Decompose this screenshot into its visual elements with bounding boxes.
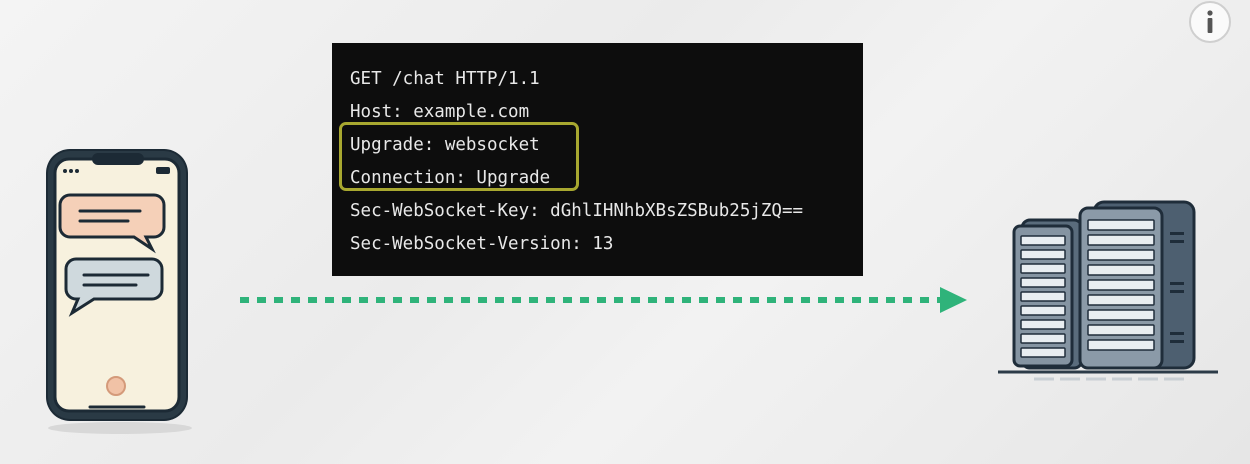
server-rack-icon [998,200,1218,381]
host-header: Host: example.com [350,102,530,122]
info-icon [1207,10,1213,33]
smartphone-chat-icon [46,149,192,434]
upgrade-header: Upgrade: websocket [350,135,540,155]
info-button[interactable] [1189,1,1231,43]
http-request-code-block: GET /chat HTTP/1.1 Host: example.com Upg… [332,43,863,276]
upgrade-headers-highlight [339,122,579,191]
dotted-arrow-right [240,287,967,313]
connection-header: Connection: Upgrade [350,168,551,188]
websocket-key-header: Sec-WebSocket-Key: dGhlIHNhbXBsZSBub25jZ… [350,201,804,221]
request-line: GET /chat HTTP/1.1 [350,69,540,89]
websocket-version-header: Sec-WebSocket-Version: 13 [350,234,614,254]
